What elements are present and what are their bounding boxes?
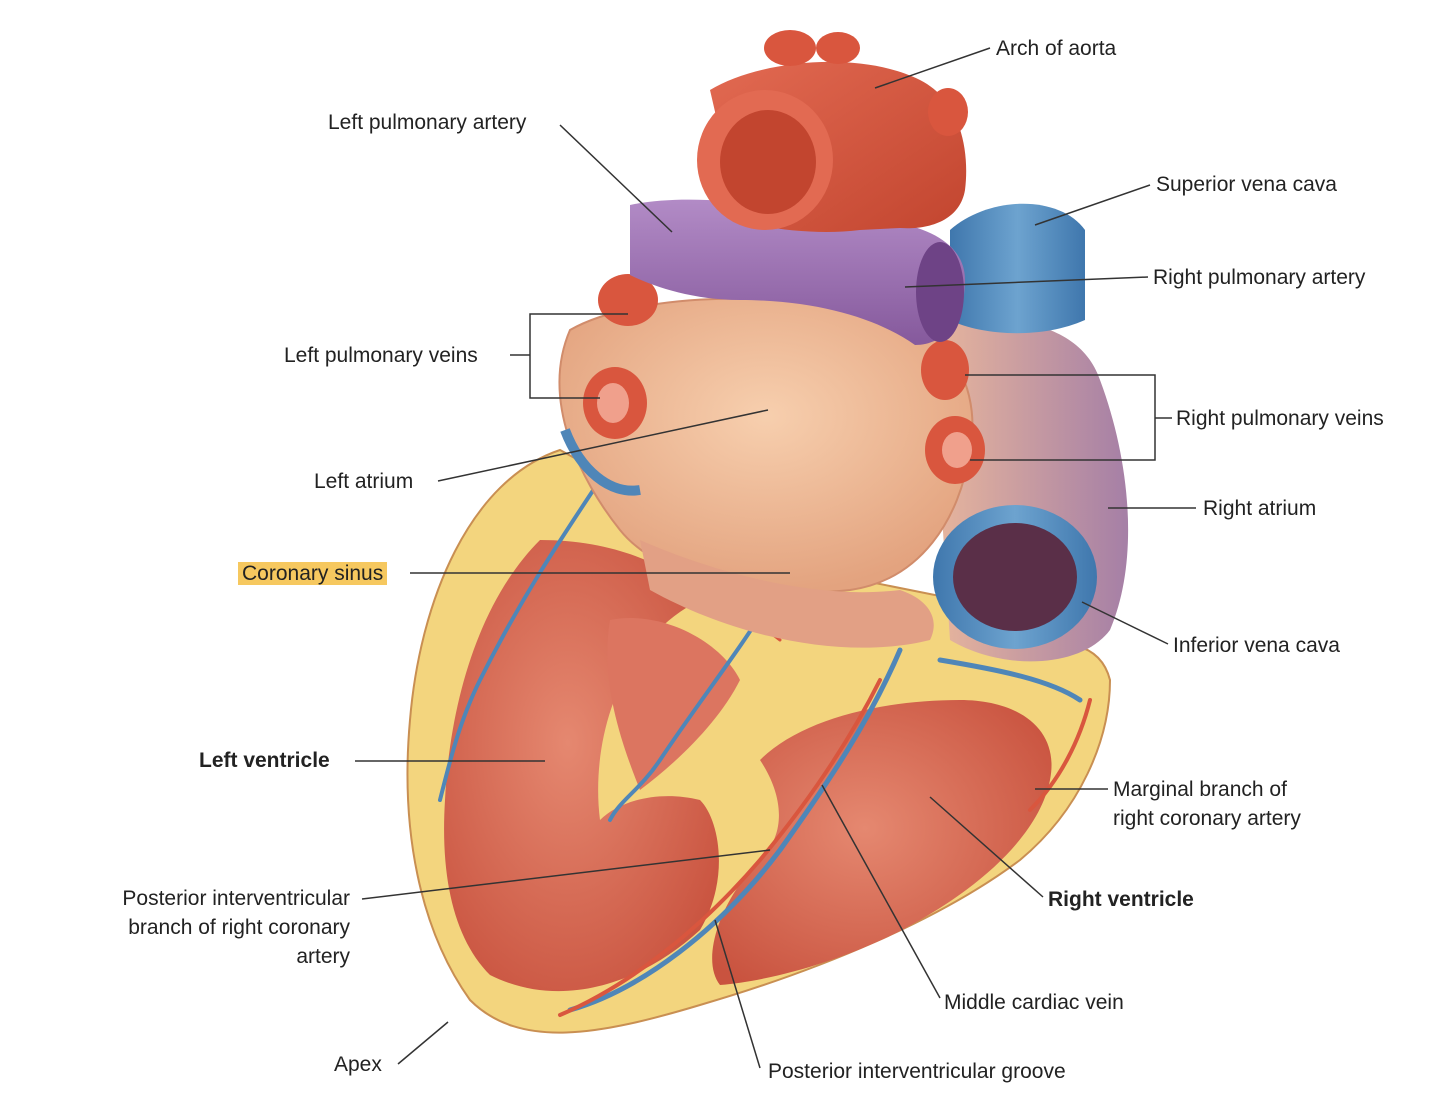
label-coronary-sinus: Coronary sinus: [238, 559, 388, 588]
arch-of-aorta-line: [874, 47, 991, 89]
posterior-interventricular-branch-line: [361, 849, 771, 900]
leader-lines: [355, 47, 1196, 1069]
aorta-branch-2: [816, 32, 860, 64]
label-apex: Apex: [334, 1053, 382, 1076]
pulmonary-artery-shape: [630, 199, 965, 345]
small-cardiac-vein-vessel: [937, 657, 1083, 703]
label-inferior-vena-cava: Inferior vena cava: [1173, 634, 1340, 657]
left-ventricle-muscle: [444, 540, 719, 992]
aorta-branch-3: [928, 88, 968, 136]
label-right-pulmonary-artery: Right pulmonary artery: [1153, 266, 1366, 289]
left-pulmonary-veins-shapes: [583, 274, 658, 439]
coronary-sinus-highlight: Coronary sinus: [238, 562, 388, 585]
right-ventricle-line: [929, 796, 1044, 898]
left-pulmonary-artery-line: [559, 124, 673, 233]
right-pulmonary-artery-opening: [916, 242, 964, 342]
posterior-interventricular-groove-line: [714, 919, 761, 1069]
marginal-branch-line-2: right coronary artery: [1113, 807, 1301, 830]
middle-cardiac-vein-line: [821, 784, 941, 999]
circumflex-vein-vessel: [438, 478, 602, 802]
label-arch-of-aorta: Arch of aorta: [996, 37, 1117, 60]
posterior-branch-line-3: artery: [296, 945, 350, 968]
marginal-artery-vessel: [1028, 698, 1092, 812]
label-posterior-interventricular-branch: Posterior interventricular branch of rig…: [60, 884, 350, 971]
marginal-branch-line-1: Marginal branch of: [1113, 778, 1287, 801]
label-middle-cardiac-vein: Middle cardiac vein: [944, 991, 1124, 1014]
label-right-ventricle: Right ventricle: [1048, 888, 1194, 911]
coronary-sinus-shape: [640, 540, 934, 648]
mid-ventricle-muscle: [607, 618, 740, 790]
label-right-pulmonary-veins: Right pulmonary veins: [1176, 407, 1384, 430]
superior-vena-cava-shape: [950, 203, 1085, 334]
label-left-pulmonary-artery: Left pulmonary artery: [328, 111, 527, 134]
posterior-vein-vessel: [608, 598, 772, 822]
label-right-atrium: Right atrium: [1203, 497, 1317, 520]
label-left-ventricle: Left ventricle: [199, 749, 330, 772]
aorta-branch-1: [764, 30, 816, 66]
label-superior-vena-cava: Superior vena cava: [1156, 173, 1337, 196]
middle-cardiac-vein-vessel: [567, 647, 903, 1013]
aorta-lumen: [720, 110, 816, 214]
label-marginal-branch: Marginal branch of right coronary artery: [1113, 775, 1353, 833]
label-posterior-interventricular-groove: Posterior interventricular groove: [768, 1060, 1066, 1083]
apex-line: [397, 1021, 449, 1065]
posterior-interventricular-artery-vessel: [558, 678, 882, 1017]
inferior-vena-cava-line: [1081, 601, 1169, 645]
posterior-branch-line-2: branch of right coronary: [128, 916, 350, 939]
right-pulmonary-veins-shapes: [921, 340, 985, 484]
left-lower-vein-vessel: [560, 428, 641, 496]
right-ventricle-muscle: [712, 700, 1052, 985]
label-left-atrium: Left atrium: [314, 470, 414, 493]
left-pulmonary-veins-bracket: [529, 313, 628, 399]
right-pulmonary-artery-line: [904, 276, 1149, 288]
label-left-pulmonary-veins: Left pulmonary veins: [284, 344, 478, 367]
superior-vena-cava-line: [1034, 184, 1151, 226]
left-atrium-line: [437, 409, 769, 482]
posterior-branch-line-1: Posterior interventricular: [122, 887, 350, 910]
inferior-vena-cava-lumen: [953, 523, 1077, 631]
